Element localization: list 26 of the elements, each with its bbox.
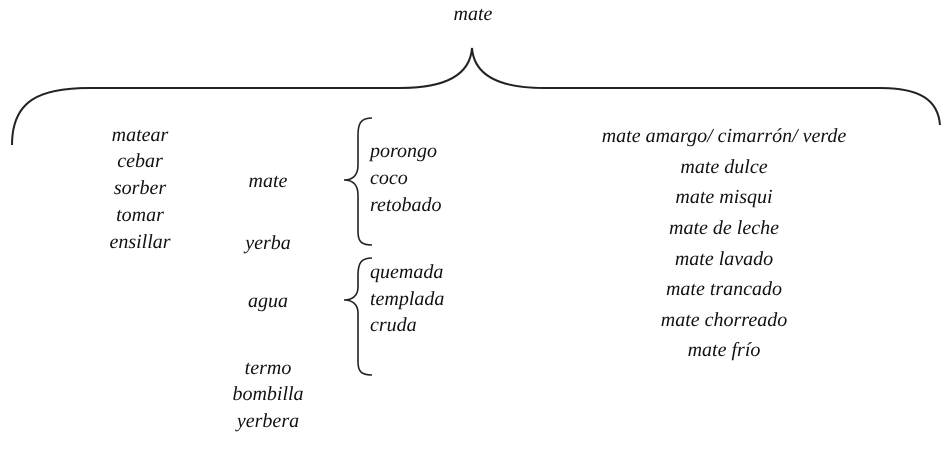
term-label: quemada: [370, 261, 444, 283]
term-label: coco: [370, 167, 408, 189]
term-label: agua: [248, 290, 288, 312]
term-label: mate chorreado: [660, 309, 788, 331]
term-label: cruda: [370, 314, 417, 336]
term-label: ensillar: [109, 231, 171, 253]
term-label: mate trancado: [666, 278, 782, 300]
term-label: sorber: [114, 177, 166, 199]
term-label: termo: [244, 357, 292, 379]
diagram-title: mate: [454, 3, 492, 25]
term-label: retobado: [370, 194, 442, 216]
term-label: mate frío: [688, 339, 760, 361]
term-label: mate misqui: [675, 186, 773, 208]
term-label: cebar: [117, 150, 163, 172]
term-label: tomar: [116, 204, 164, 226]
term-label: templada: [370, 288, 444, 310]
term-label: mate de leche: [669, 217, 779, 239]
term-label: porongo: [370, 140, 438, 162]
term-label: mate lavado: [674, 248, 774, 270]
term-label: mate: [248, 170, 288, 192]
term-label: yerba: [245, 232, 291, 254]
term-label: yerbera: [236, 410, 300, 432]
term-label: matear: [112, 124, 168, 146]
term-label: bombilla: [232, 383, 304, 405]
term-label: mate amargo/ cimarrón/ verde: [602, 125, 846, 147]
term-label: mate dulce: [680, 156, 768, 178]
